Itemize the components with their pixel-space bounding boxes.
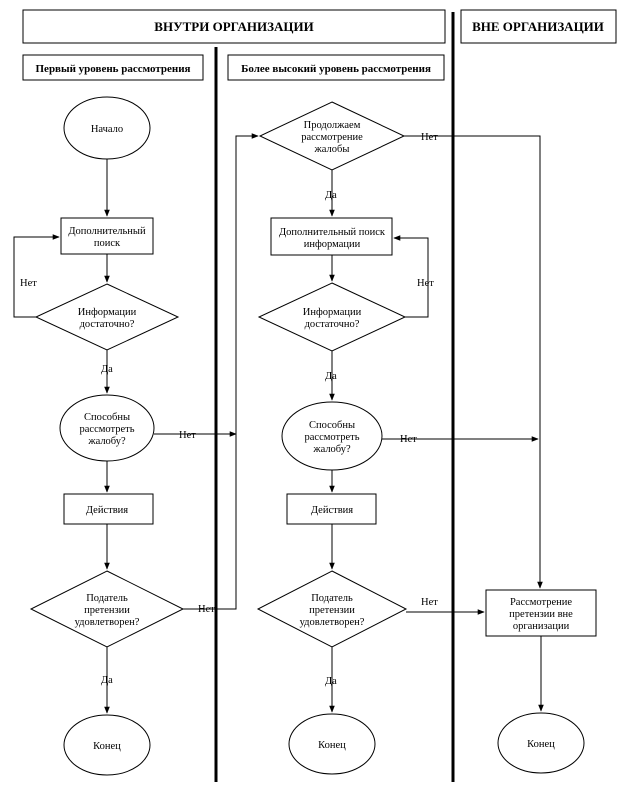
out-end-node <box>497 712 585 774</box>
l1-end-text: Конец <box>93 741 121 752</box>
l1-actions-text-line-1: Действия <box>86 505 128 516</box>
label-l2-satisfied-yes: Да <box>325 676 337 687</box>
l2-continue-text-line-3: жалобы <box>314 144 350 155</box>
out-review-node <box>485 589 597 637</box>
edge-l1-enough-no <box>13 234 60 318</box>
l2-search-node <box>270 217 393 256</box>
l2-search-text-line-1: Дополнительный поиск <box>279 227 386 238</box>
l1-actions-node <box>63 493 154 525</box>
label-l1-enough-no: Нет <box>20 278 37 289</box>
l2-search-text-line-2: информации <box>304 239 361 250</box>
l2-end-text: Конец <box>318 740 346 751</box>
header-inside: ВНУТРИ ОРГАНИЗАЦИИ <box>154 19 313 34</box>
l2-actions-text: Действия <box>311 505 353 516</box>
l2-able-text-line-2: рассмотреть <box>305 432 360 443</box>
label-l2-enough-yes: Да <box>325 371 337 382</box>
label-l2-enough-no: Нет <box>417 278 434 289</box>
label-l2-able-no: Нет <box>400 434 417 445</box>
l2-enough-text-line-2: достаточно? <box>305 319 360 330</box>
label-l2-satisfied-no: Нет <box>421 597 438 608</box>
l1-start-text-line-1: Начало <box>91 124 123 135</box>
l1-end-node <box>63 714 151 776</box>
l1-able-text-line-1: Способны <box>84 412 130 423</box>
l1-actions-text: Действия <box>86 505 128 516</box>
l2-actions-text-line-1: Действия <box>311 505 353 516</box>
l2-able-text-line-1: Способны <box>309 420 355 431</box>
header-first-level: Первый уровень рассмотрения <box>36 63 191 75</box>
header-first-level-box <box>22 54 204 81</box>
label-l2-continue-no: Нет <box>421 132 438 143</box>
out-review-text-line-1: Рассмотрение <box>510 597 572 608</box>
edge-l2-enough-no <box>393 235 429 318</box>
l1-search-node <box>60 217 154 255</box>
out-review-text-line-2: претензии вне <box>509 609 573 620</box>
l2-actions-node <box>286 493 377 525</box>
l2-end-text-line-1: Конец <box>318 740 346 751</box>
l1-able-text-line-2: рассмотреть <box>80 424 135 435</box>
label-l1-satisfied-yes: Да <box>101 675 113 686</box>
l1-end-text-line-1: Конец <box>93 741 121 752</box>
l2-enough-text-line-1: Информации <box>303 307 362 318</box>
l1-able-text-line-3: жалобу? <box>87 436 126 447</box>
header-higher-level-box <box>227 54 445 81</box>
l1-search-text-line-2: поиск <box>94 238 121 249</box>
l1-enough-text-line-2: достаточно? <box>80 319 135 330</box>
l2-continue-text-line-2: рассмотрение <box>301 132 363 143</box>
edge-l1-satisfied-no <box>183 133 259 610</box>
header-outside-box <box>460 9 617 44</box>
header-higher-level: Более высокий уровень рассмотрения <box>241 63 431 75</box>
l1-satisfied-text-line-2: претензии <box>84 605 130 616</box>
header-outside: ВНЕ ОРГАНИЗАЦИИ <box>472 19 604 34</box>
label-l1-satisfied-no: Нет <box>198 604 215 615</box>
l1-satisfied-text-line-1: Податель <box>86 593 128 604</box>
l2-satisfied-text-line-3: удовлетворен? <box>300 617 365 628</box>
label-l1-able-no: Нет <box>179 430 196 441</box>
l2-end-node <box>288 713 376 775</box>
l2-satisfied-text-line-1: Податель <box>311 593 353 604</box>
l1-satisfied-text-line-3: удовлетворен? <box>75 617 140 628</box>
label-l2-continue-yes: Да <box>325 190 337 201</box>
out-end-text-line-1: Конец <box>527 739 555 750</box>
label-l1-enough-yes: Да <box>101 364 113 375</box>
header-inside-box <box>22 9 446 44</box>
edge-l2-continue-no <box>404 135 543 589</box>
l1-enough-text-line-1: Информации <box>78 307 137 318</box>
l1-start-text: Начало <box>91 124 123 135</box>
l2-satisfied-text-line-2: претензии <box>309 605 355 616</box>
out-end-text: Конец <box>527 739 555 750</box>
out-review-text-line-3: организации <box>513 621 570 632</box>
l1-search-text-line-1: Дополнительный <box>68 226 146 237</box>
l2-continue-text-line-1: Продолжаем <box>304 120 361 131</box>
l2-able-text-line-3: жалобу? <box>312 444 351 455</box>
